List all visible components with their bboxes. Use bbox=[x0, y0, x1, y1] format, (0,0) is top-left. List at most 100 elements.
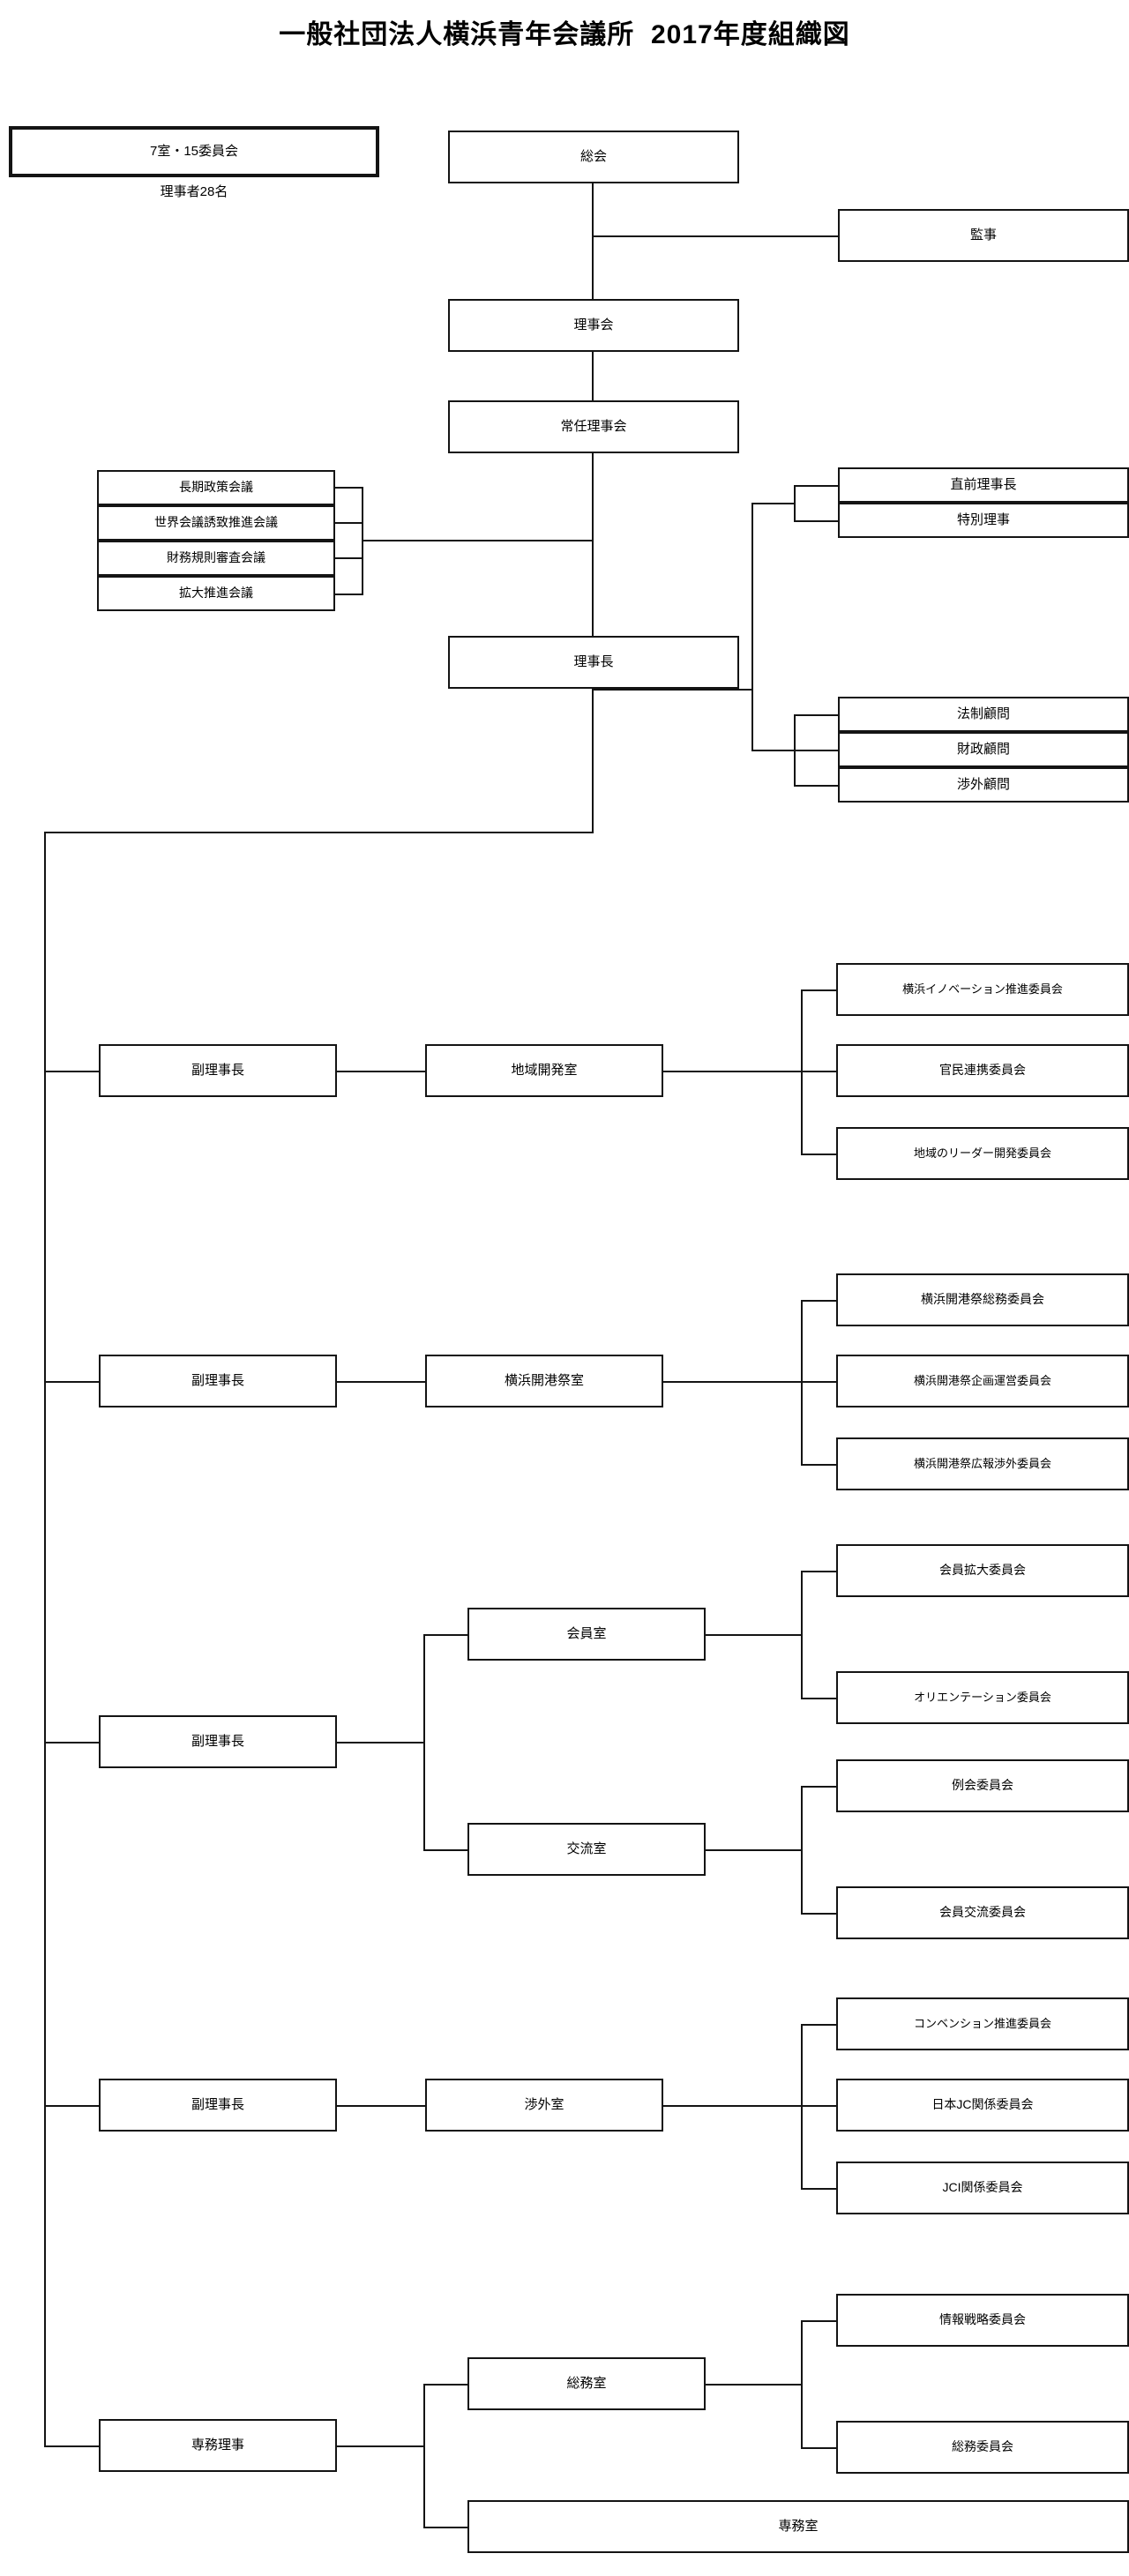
node-room-port-festival[interactable]: 横浜開港祭室 bbox=[425, 1355, 663, 1407]
connector-vice-chairman-2-to-room bbox=[337, 1381, 425, 1383]
node-chairman[interactable]: 理事長 bbox=[448, 636, 739, 689]
node-standing-board[interactable]: 常任理事会 bbox=[448, 400, 739, 453]
node-managing-director[interactable]: 専務理事 bbox=[99, 2419, 337, 2472]
connector-trunk-to-vice-chairman-1 bbox=[44, 1071, 99, 1072]
node-managing-director-label: 専務理事 bbox=[191, 2437, 244, 2453]
node-vice-chairman-3-label: 副理事長 bbox=[191, 1733, 244, 1749]
connector-room-membership-stub bbox=[423, 1634, 467, 1636]
page-title: 一般社団法人横浜青年会議所 2017年度組織図 bbox=[279, 20, 850, 49]
connector-room-membership-out bbox=[706, 1634, 759, 1636]
node-council-world-congress-bid-label: 世界会議誘致推進会議 bbox=[154, 515, 278, 530]
connector-regional-development-bracket-mid bbox=[759, 1071, 801, 1072]
node-committee-jci-relations-label: JCI関係委員会 bbox=[942, 2180, 1023, 2195]
node-committee-public-private-partnership[interactable]: 官民連携委員会 bbox=[836, 1044, 1129, 1097]
node-room-general-affairs[interactable]: 総務室 bbox=[467, 2357, 706, 2410]
connector-managing-director-bracket bbox=[423, 2384, 425, 2527]
connector-vice-chairman-1-to-room bbox=[337, 1071, 425, 1072]
node-vice-chairman-3[interactable]: 副理事長 bbox=[99, 1715, 337, 1768]
legend-rooms-committees-label: 7室・15委員会 bbox=[149, 143, 239, 159]
node-committee-member-exchange-label: 会員交流委員会 bbox=[939, 1905, 1026, 1920]
node-committee-jci-relations[interactable]: JCI関係委員会 bbox=[836, 2162, 1129, 2214]
node-vice-chairman-4-label: 副理事長 bbox=[191, 2096, 244, 2112]
connector-advisors-upper-stub-2 bbox=[794, 520, 838, 522]
node-room-exchange-label: 交流室 bbox=[566, 1841, 607, 1856]
node-general-meeting-label: 総会 bbox=[579, 148, 607, 164]
connector-advisor-trunk-top bbox=[751, 503, 794, 504]
connector-council-4-stub bbox=[335, 594, 363, 595]
connector-committee-orientation-stub bbox=[801, 1698, 836, 1699]
node-vice-chairman-2[interactable]: 副理事長 bbox=[99, 1355, 337, 1407]
node-vice-chairman-4[interactable]: 副理事長 bbox=[99, 2079, 337, 2132]
node-immediate-past-chairman[interactable]: 直前理事長 bbox=[838, 467, 1129, 503]
connector-room-general-affairs-out bbox=[706, 2384, 759, 2386]
connector-standing-board-to-chairman bbox=[592, 453, 594, 636]
connector-vice-chairman-3-bracket bbox=[423, 1634, 425, 1849]
node-room-membership[interactable]: 会員室 bbox=[467, 1608, 706, 1661]
node-room-regional-development[interactable]: 地域開発室 bbox=[425, 1044, 663, 1097]
node-committee-japan-jc-relations-label: 日本JC関係委員会 bbox=[931, 2097, 1034, 2112]
connector-general-affairs-bracket bbox=[801, 2320, 803, 2447]
node-council-financial-rules-review[interactable]: 財務規則審査会議 bbox=[97, 541, 335, 576]
node-special-director[interactable]: 特別理事 bbox=[838, 503, 1129, 538]
node-committee-information-strategy[interactable]: 情報戦略委員会 bbox=[836, 2294, 1129, 2347]
connector-council-2-stub bbox=[335, 522, 363, 524]
node-vice-chairman-1[interactable]: 副理事長 bbox=[99, 1044, 337, 1097]
node-room-regional-development-label: 地域開発室 bbox=[511, 1062, 578, 1078]
connector-committee-yokohama-innovation-stub bbox=[801, 989, 836, 991]
node-committee-port-festival-planning[interactable]: 横浜開港祭企画運営委員会 bbox=[836, 1355, 1129, 1407]
node-committee-orientation[interactable]: オリエンテーション委員会 bbox=[836, 1671, 1129, 1724]
node-committee-port-festival-general-affairs[interactable]: 横浜開港祭総務委員会 bbox=[836, 1273, 1129, 1326]
node-committee-membership-expansion-label: 会員拡大委員会 bbox=[939, 1563, 1026, 1578]
node-committee-public-private-partnership-label: 官民連携委員会 bbox=[939, 1063, 1026, 1078]
node-committee-orientation-label: オリエンテーション委員会 bbox=[914, 1690, 1051, 1704]
connector-room-port-festival-out bbox=[663, 1381, 759, 1383]
node-room-managing[interactable]: 専務室 bbox=[467, 2500, 1129, 2553]
node-auditor[interactable]: 監事 bbox=[838, 209, 1129, 262]
connector-trunk-to-managing-director bbox=[44, 2445, 99, 2447]
connector-general-meeting-to-board bbox=[592, 183, 594, 299]
node-committee-regional-leader-development-label: 地域のリーダー開発委員会 bbox=[913, 1146, 1051, 1160]
node-committee-japan-jc-relations[interactable]: 日本JC関係委員会 bbox=[836, 2079, 1129, 2132]
node-board-of-directors[interactable]: 理事会 bbox=[448, 299, 739, 352]
node-legal-advisor[interactable]: 法制顧問 bbox=[838, 697, 1129, 732]
connector-room-external-out bbox=[663, 2105, 759, 2107]
node-chairman-label: 理事長 bbox=[573, 653, 614, 669]
node-committee-port-festival-pr[interactable]: 横浜開港祭広報渉外委員会 bbox=[836, 1437, 1129, 1490]
node-council-long-term-policy[interactable]: 長期政策会議 bbox=[97, 470, 335, 505]
node-committee-regional-leader-development[interactable]: 地域のリーダー開発委員会 bbox=[836, 1127, 1129, 1180]
connector-main-vertical-trunk bbox=[44, 832, 46, 2447]
legend-rooms-committees-box: 7室・15委員会 bbox=[9, 126, 379, 177]
connector-committee-regular-meeting-stub bbox=[801, 1786, 836, 1788]
connector-external-bracket-mid bbox=[759, 2105, 801, 2107]
connector-committee-port-festival-planning-stub bbox=[801, 1381, 836, 1383]
node-room-external[interactable]: 渉外室 bbox=[425, 2079, 663, 2132]
node-standing-board-label: 常任理事会 bbox=[560, 418, 627, 434]
node-committee-yokohama-innovation[interactable]: 横浜イノベーション推進委員会 bbox=[836, 963, 1129, 1016]
node-external-advisor[interactable]: 渉外顧問 bbox=[838, 767, 1129, 803]
node-committee-port-festival-pr-label: 横浜開港祭広報渉外委員会 bbox=[913, 1456, 1051, 1470]
connector-advisors-lower-stub-1 bbox=[794, 714, 838, 716]
node-council-world-congress-bid[interactable]: 世界会議誘致推進会議 bbox=[97, 505, 335, 541]
connector-trunk-to-vice-chairman-4 bbox=[44, 2105, 99, 2107]
connector-advisors-upper-stub-1 bbox=[794, 485, 838, 487]
node-committee-general-affairs[interactable]: 総務委員会 bbox=[836, 2421, 1129, 2474]
node-room-port-festival-label: 横浜開港祭室 bbox=[504, 1372, 584, 1388]
node-finance-advisor[interactable]: 財政顧問 bbox=[838, 732, 1129, 767]
connector-committee-public-private-partnership-stub bbox=[801, 1071, 836, 1072]
connector-committee-membership-expansion-stub bbox=[801, 1571, 836, 1572]
connector-chairman-to-advisor-trunk bbox=[592, 689, 751, 691]
node-committee-member-exchange[interactable]: 会員交流委員会 bbox=[836, 1886, 1129, 1939]
connector-board-to-standing-board bbox=[592, 352, 594, 400]
node-council-long-term-policy-label: 長期政策会議 bbox=[179, 480, 253, 495]
node-immediate-past-chairman-label: 直前理事長 bbox=[950, 476, 1017, 492]
node-committee-regular-meeting[interactable]: 例会委員会 bbox=[836, 1759, 1129, 1812]
node-general-meeting[interactable]: 総会 bbox=[448, 131, 739, 183]
node-committee-membership-expansion[interactable]: 会員拡大委員会 bbox=[836, 1544, 1129, 1597]
node-vice-chairman-1-label: 副理事長 bbox=[191, 1062, 244, 1078]
connector-membership-bracket-mid bbox=[759, 1634, 801, 1636]
connector-room-exchange-out bbox=[706, 1849, 759, 1851]
node-council-expansion-promotion[interactable]: 拡大推進会議 bbox=[97, 576, 335, 611]
node-committee-information-strategy-label: 情報戦略委員会 bbox=[939, 2312, 1026, 2327]
node-committee-convention-promotion[interactable]: コンベンション推進委員会 bbox=[836, 1997, 1129, 2050]
node-room-exchange[interactable]: 交流室 bbox=[467, 1823, 706, 1876]
